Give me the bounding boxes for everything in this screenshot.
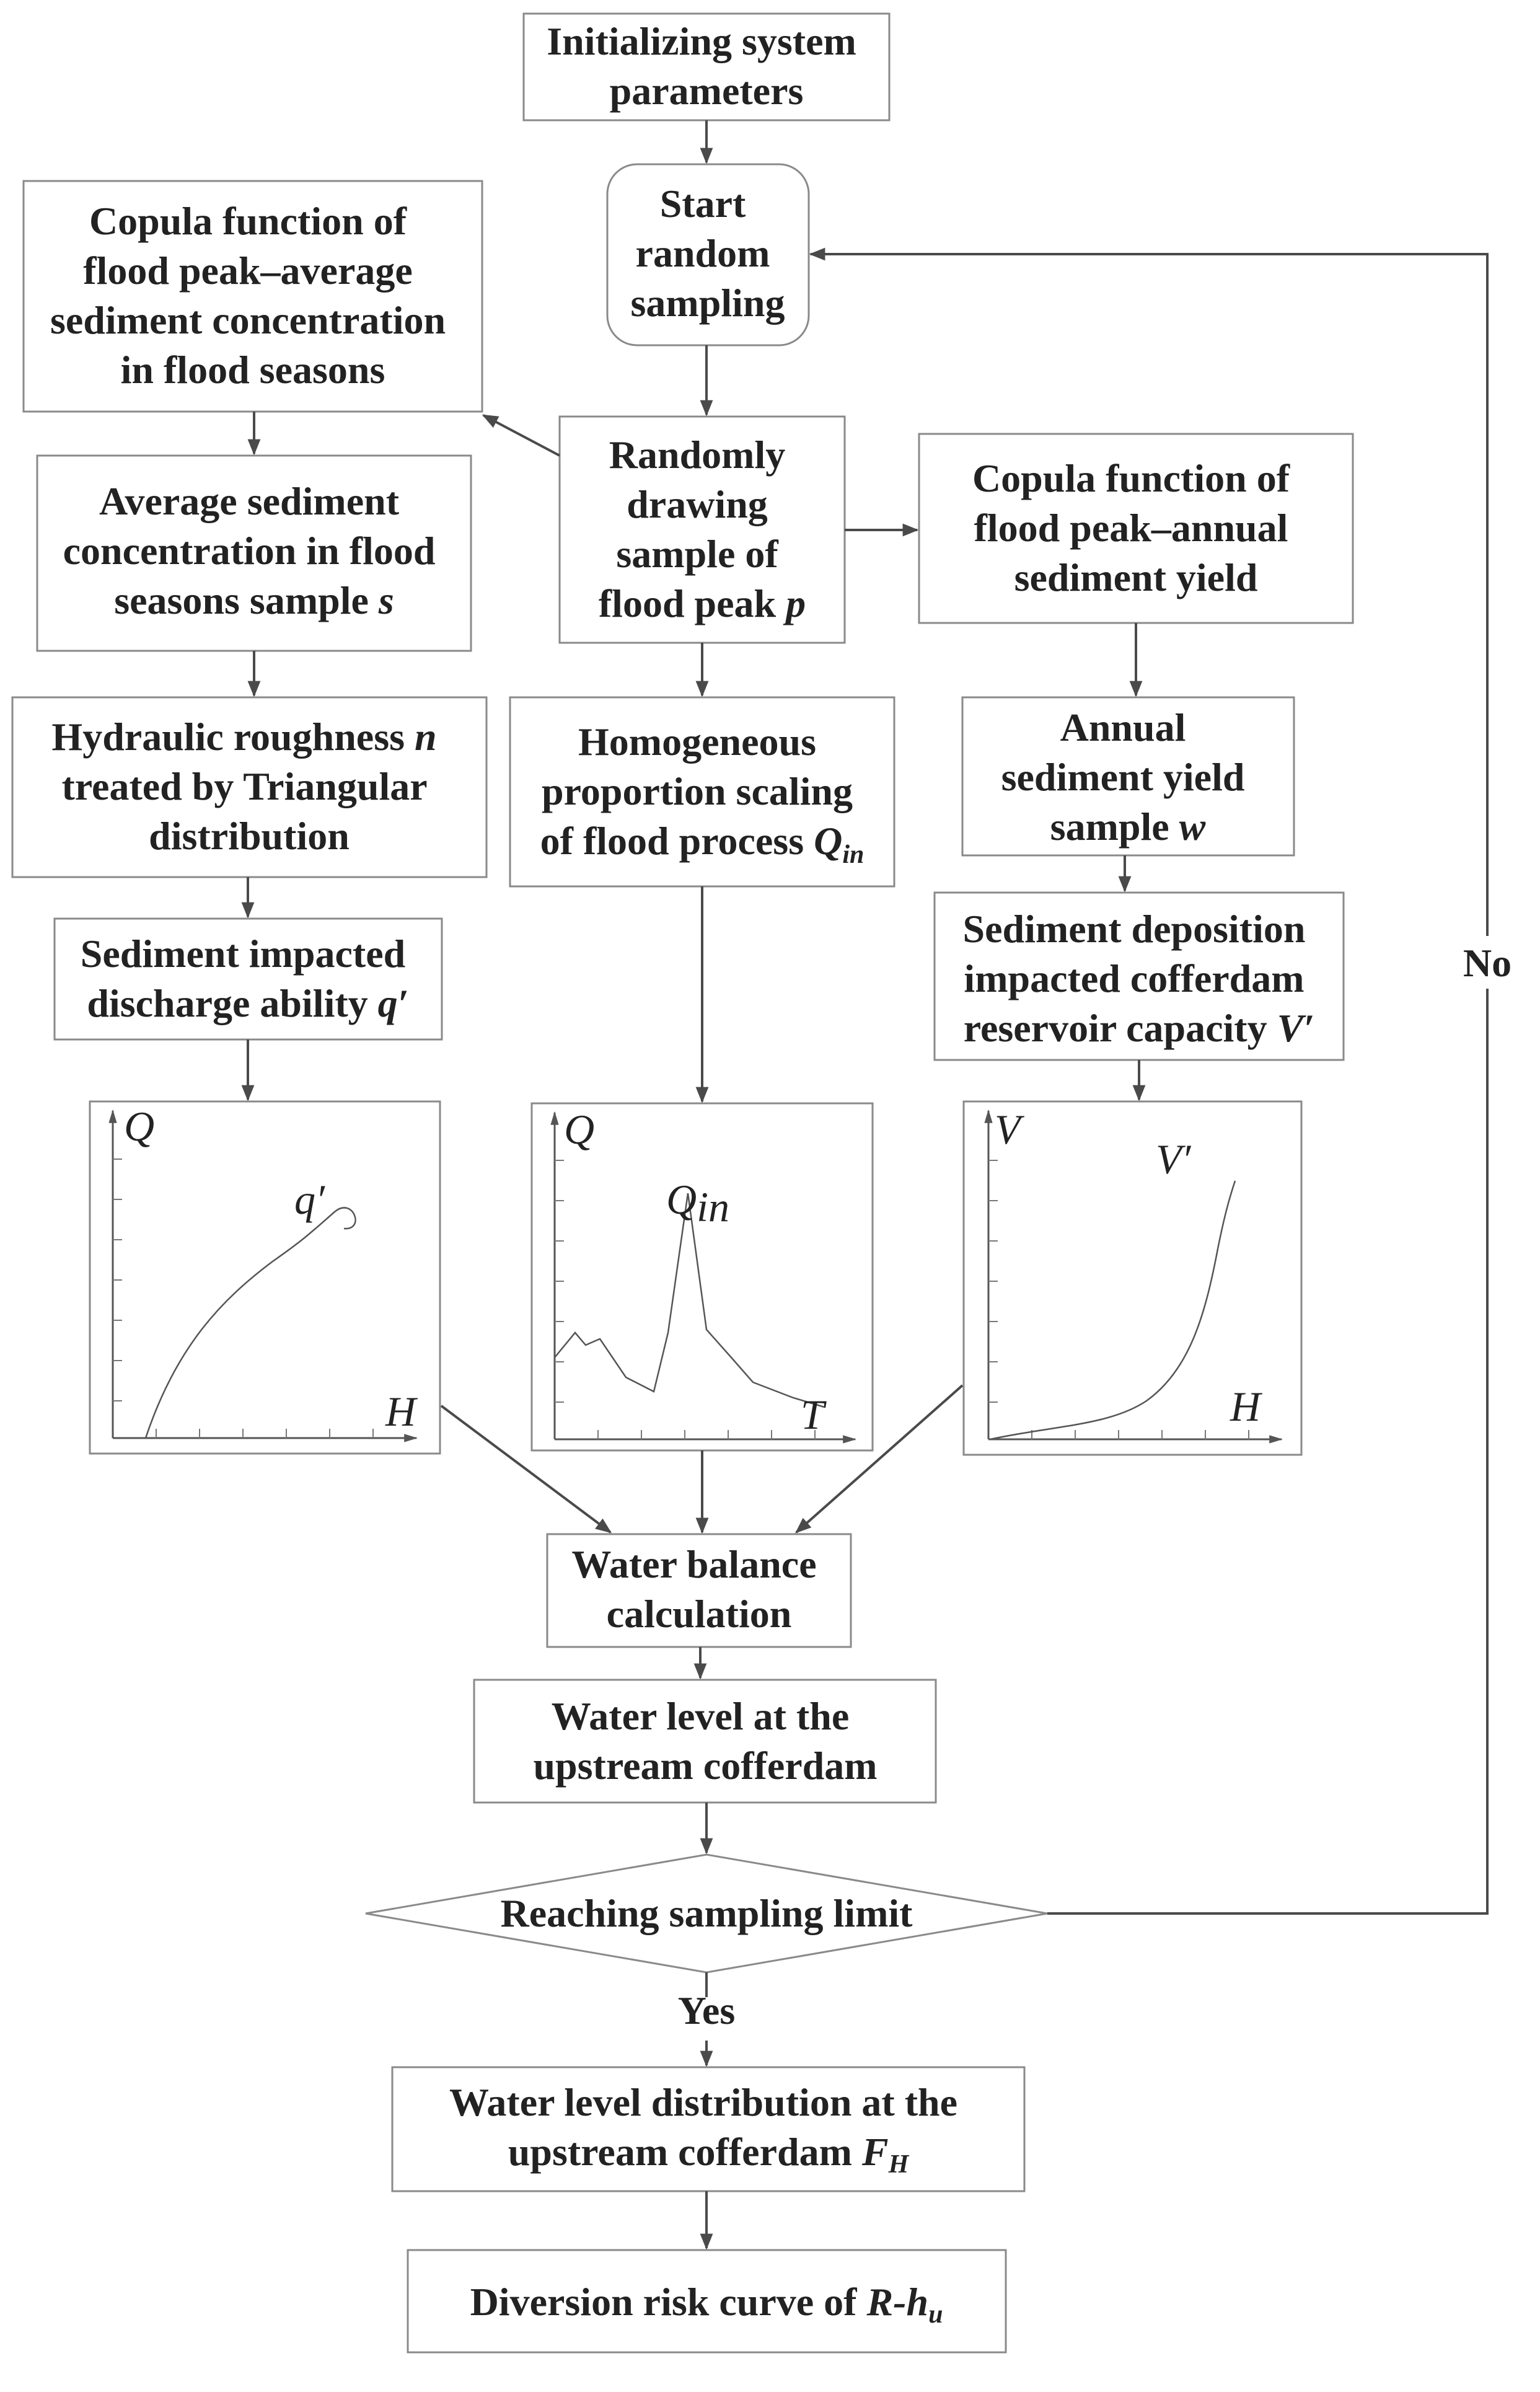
inflow-chart-x-label: T <box>801 1391 827 1438</box>
copula-left-box <box>22 180 483 413</box>
avg-sediment-box <box>36 454 472 652</box>
copula-right-label: Copula function of flood peak–annual sed… <box>972 456 1300 599</box>
edge-draw-to-copula-left <box>482 414 560 457</box>
discharge-curve <box>144 1207 356 1439</box>
water-level-distribution-node: Water level distribution at the upstream… <box>391 2066 1026 2192</box>
capacity-curve <box>990 1180 1236 1441</box>
capacity-chart-y-ticks <box>988 1160 998 1403</box>
sampling-limit-decision: Reaching sampling limit <box>365 1853 1048 1974</box>
capacity-chart-curve-label: V′ <box>1156 1136 1192 1183</box>
discharge-label: Sediment impacted discharge ability q′ <box>81 932 415 1025</box>
random-draw-box <box>558 415 846 644</box>
edge-chart1-to-balance <box>440 1405 612 1534</box>
edge-chart3-to-balance <box>795 1384 964 1534</box>
discharge-chart-curve-label: q′ <box>294 1176 325 1223</box>
discharge-chart-x-ticks <box>156 1429 374 1438</box>
inflow-chart-y-label: Q <box>564 1106 594 1153</box>
no-label: No <box>1463 941 1511 985</box>
copula-sediment-yield-node: Copula function of flood peak–annual sed… <box>918 433 1354 624</box>
copula-left-label: Copula function of flood peak–average se… <box>50 199 455 392</box>
water-level-box <box>473 1679 937 1804</box>
annual-box <box>961 696 1295 857</box>
water-balance-label: Water balance calculation <box>571 1542 826 1636</box>
average-sediment-sample-node: Average sediment concentration in flood … <box>36 454 472 652</box>
water-level-node: Water level at the upstream cofferdam <box>473 1679 937 1804</box>
discharge-box <box>53 917 443 1041</box>
distribution-label: Water level distribution at the upstream… <box>449 2080 967 2179</box>
inflow-chart-x-ticks <box>597 1430 816 1439</box>
yes-label: Yes <box>678 1988 735 2032</box>
copula-right-box <box>918 433 1354 624</box>
capacity-curve-chart: V H V′ <box>962 1100 1303 1456</box>
no-label-background <box>1453 936 1521 989</box>
water-balance-node: Water balance calculation <box>546 1533 852 1648</box>
risk-curve-box <box>407 2249 1007 2354</box>
init-node: Initializing system parameters <box>522 12 891 121</box>
start-box <box>606 163 810 346</box>
discharge-curve-chart: Q H q′ <box>89 1100 441 1455</box>
water-balance-box <box>546 1533 852 1648</box>
homogeneous-label: Homogeneous proportion scaling of flood … <box>540 720 865 869</box>
inflow-hydrograph-chart: Q T Qin <box>530 1102 874 1452</box>
inflow-chart-curve-label: Qin <box>666 1176 729 1230</box>
distribution-box <box>391 2066 1026 2192</box>
edge-decision-no-loop <box>809 247 1489 1915</box>
hydraulic-roughness-node: Hydraulic roughness n treated by Triangu… <box>11 696 488 878</box>
capacity-chart-x-label: H <box>1230 1383 1263 1430</box>
inflow-hydrograph-line <box>554 1193 825 1408</box>
random-draw-label: Randomly drawing sample of flood peak p <box>599 433 806 625</box>
homogeneous-box <box>509 696 895 888</box>
init-label: Initializing system parameters <box>547 19 866 113</box>
hydraulic-box <box>11 696 488 878</box>
deposition-capacity-node: Sediment deposition impacted cofferdam r… <box>933 891 1345 1061</box>
homogeneous-scaling-node: Homogeneous proportion scaling of flood … <box>509 696 895 888</box>
connectors: No Yes <box>241 120 1521 2250</box>
discharge-chart-frame <box>89 1100 441 1455</box>
start-node: Start random sampling <box>606 163 810 346</box>
risk-curve-node: Diversion risk curve of R-hu <box>407 2249 1007 2354</box>
discharge-ability-node: Sediment impacted discharge ability q′ <box>53 917 443 1041</box>
inflow-chart-y-ticks <box>555 1160 564 1403</box>
annual-sediment-sample-node: Annual sediment yield sample w <box>961 696 1295 857</box>
water-level-label: Water level at the upstream cofferdam <box>533 1694 877 1788</box>
risk-curve-label: Diversion risk curve of R-hu <box>470 2280 943 2329</box>
annual-label: Annual sediment yield sample w <box>1001 705 1255 849</box>
discharge-chart-x-label: H <box>385 1388 418 1435</box>
inflow-chart-frame <box>530 1102 874 1452</box>
init-box <box>522 12 891 121</box>
discharge-chart-y-label: Q <box>124 1103 154 1150</box>
decision-label: Reaching sampling limit <box>501 1891 913 1935</box>
start-label: Start random sampling <box>631 182 785 325</box>
capacity-chart-y-label: V <box>995 1106 1025 1153</box>
deposition-label: Sediment deposition impacted cofferdam r… <box>963 907 1316 1050</box>
discharge-chart-y-ticks <box>113 1158 122 1401</box>
hydraulic-label: Hydraulic roughness n treated by Triangu… <box>51 715 446 858</box>
random-draw-node: Randomly drawing sample of flood peak p <box>558 415 846 644</box>
avg-sediment-label: Average sediment concentration in flood … <box>63 479 446 622</box>
deposition-box <box>933 891 1345 1061</box>
capacity-chart-frame <box>962 1100 1303 1456</box>
copula-sediment-concentration-node: Copula function of flood peak–average se… <box>22 180 483 413</box>
